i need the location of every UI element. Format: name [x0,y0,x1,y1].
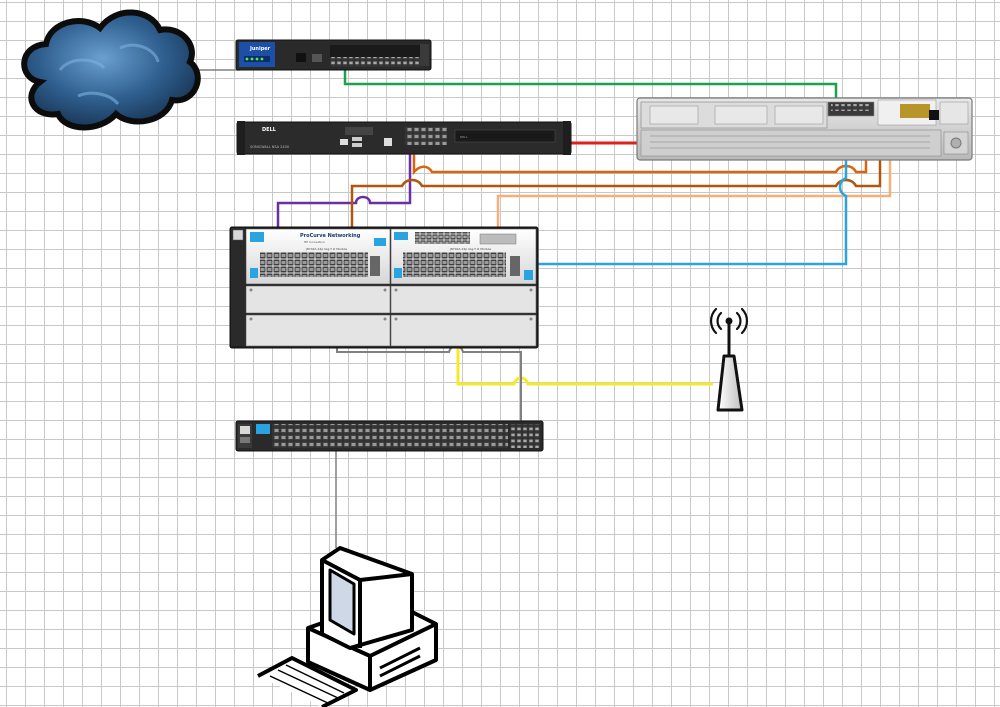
sonicwall-model-label: SONICWALL NSA 2400 [250,145,289,149]
juniper-firewall: Juniper [235,39,432,71]
access-switch [235,420,544,452]
link-blue [512,110,848,266]
sonicwall-panel-label: DELL [460,135,468,139]
procurve-chassis: ProCurve Networking HP Innovation J8702A… [229,226,539,349]
procurve-sub: HP Innovation [304,240,325,244]
dell-logo: DELL [262,127,277,133]
wireless-ap [709,307,749,412]
internet-cloud [21,9,201,131]
link-yellow [456,265,713,386]
juniper-logo: Juniper [249,46,271,52]
module-1-label: J8702A 24p Gig-T zl Module [305,247,347,251]
dell-sonicwall: DELL SONICWALL NSA 2400 DELL [236,121,572,155]
workstation [257,546,438,707]
link-orange-2 [350,104,901,250]
link-juniper-router [343,60,838,104]
procurve-brand: ProCurve Networking [300,233,361,239]
link-orange-1 [412,105,879,176]
link-purple [276,143,412,250]
router-chassis [636,97,973,161]
module-2-label: J8702A 24p Gig-T zl Module [449,247,491,251]
